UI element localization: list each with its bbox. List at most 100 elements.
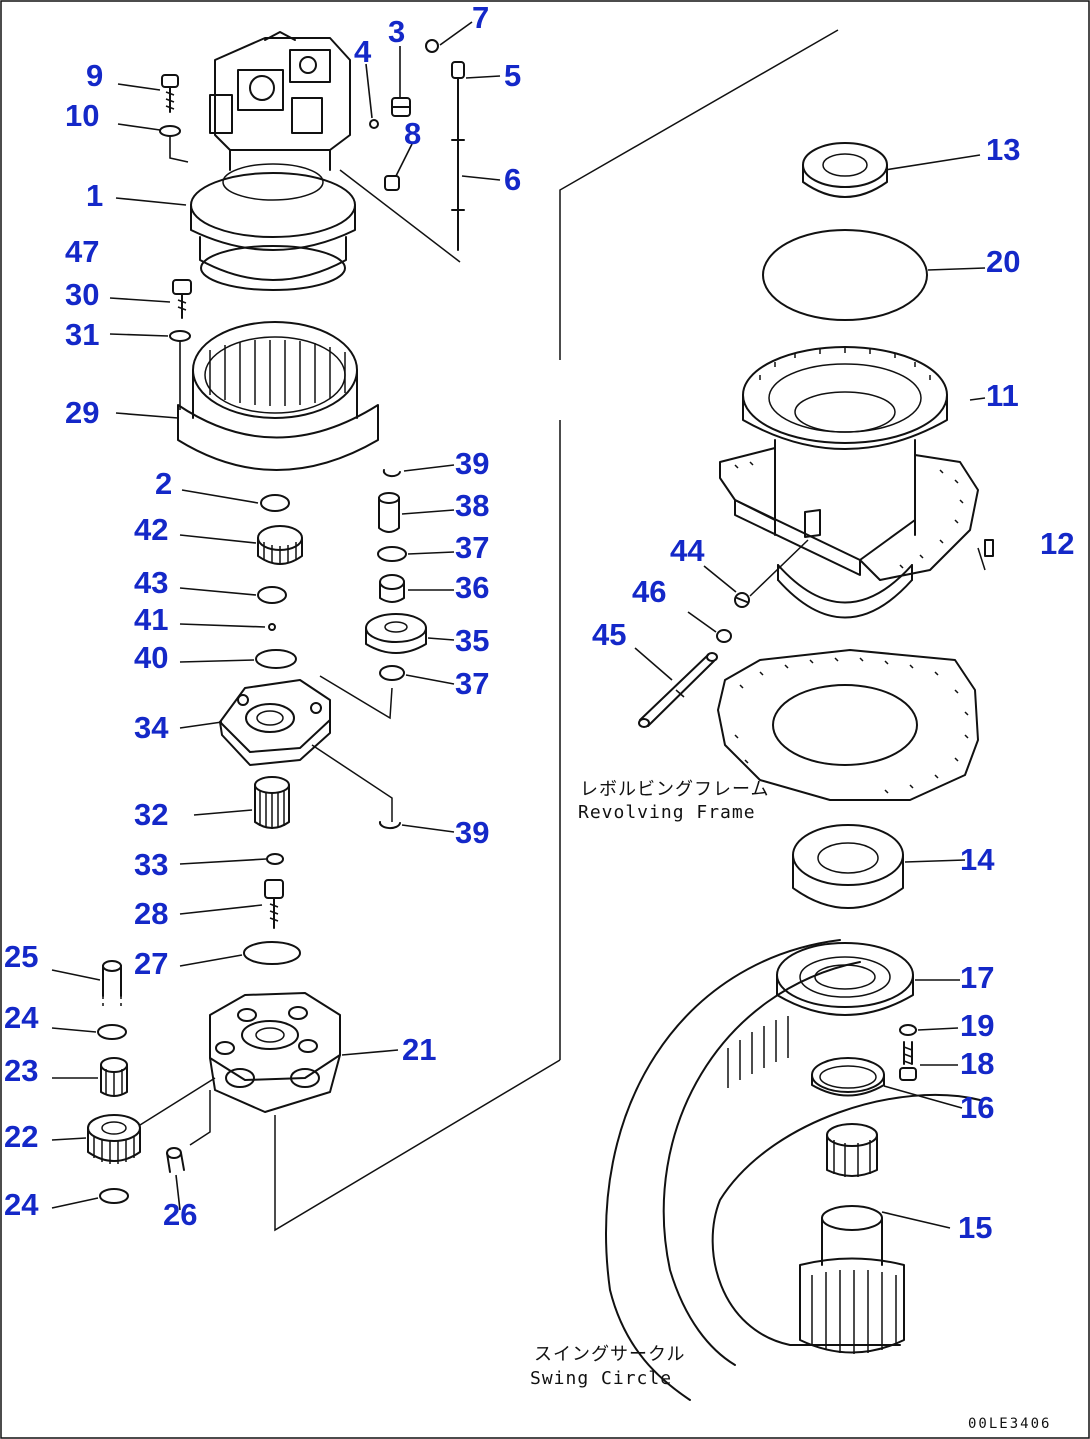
needle-bearing-36 [379,574,405,603]
callout-labels: 9 10 1 47 30 31 29 4 3 7 5 8 6 2 42 43 4… [4,0,1074,1245]
callout-6: 6 [504,162,521,197]
snap-ring-39b [379,821,401,830]
revolving-frame-bracket [719,447,979,581]
leader-carrier-22 [139,1077,216,1126]
shaft-38 [378,492,400,533]
callout-47: 47 [65,234,99,269]
ring-gear-29 [177,321,379,471]
plug-8 [384,175,400,191]
callout-18: 18 [960,1046,994,1081]
bolt-18 [899,1041,917,1081]
callout-28: 28 [134,896,168,931]
washer-24b [99,1188,129,1204]
o-ring-46 [716,629,732,643]
pinion-shaft-15 [799,1123,905,1354]
level-gauge-6 [425,39,465,251]
plate-27 [243,941,301,965]
leader-pin-44 [749,539,809,597]
revolving-frame-plate [717,649,979,801]
carrier-34 [219,679,331,766]
washer-19 [899,1024,917,1036]
callout-1: 1 [86,178,103,213]
callout-41: 41 [134,602,168,637]
callout-32: 32 [134,797,168,832]
callout-45: 45 [592,617,626,652]
callout-31: 31 [65,317,99,352]
thrust-washer-2 [260,494,290,512]
callout-10: 10 [65,98,99,133]
callout-8: 8 [404,116,421,151]
callout-38: 38 [455,488,489,523]
callout-23: 23 [4,1053,38,1088]
callout-14: 14 [960,842,995,877]
thrust-plate-43 [257,586,287,604]
bolt-30 [172,279,192,319]
sun-gear-32 [254,776,290,829]
bolt-9 [161,74,179,113]
tab-lock [804,509,821,538]
bearing-13 [802,142,888,198]
snap-ring-39a [382,469,401,478]
callout-11: 11 [986,378,1019,413]
leader-bolt-12 [977,547,986,571]
seal-17 [776,942,914,1016]
bolt-28 [264,879,284,929]
sun-gear-42 [257,525,303,565]
o-ring-47 [200,245,346,291]
callout-22: 22 [4,1119,38,1154]
callout-3: 3 [388,14,405,49]
leader-carrier-37 [319,675,393,720]
callout-35: 35 [455,623,489,658]
carrier-21 [209,992,341,1113]
planet-gear-35 [365,613,427,654]
housing-11 [742,346,948,536]
callout-25: 25 [4,939,38,974]
washer-31 [169,330,191,342]
o-ring-20 [762,229,928,321]
callout-5: 5 [504,58,521,93]
swing-motor [190,31,356,281]
caption-revolving-frame-en: Revolving Frame [578,802,756,823]
callout-44: 44 [670,533,705,568]
callout-33: 33 [134,847,168,882]
callout-12: 12 [1040,526,1074,561]
pipe-45 [638,652,718,728]
thrust-washer-37a [377,546,407,562]
callout-24a: 24 [4,1000,39,1035]
callout-13: 13 [986,132,1020,167]
plug-3 [391,97,411,117]
leader-carrier-26 [189,1090,211,1146]
planet-gear-22 [87,1114,141,1164]
callout-2: 2 [155,466,172,501]
shaft-25 [102,960,122,1010]
caption-revolving-frame-jp: レボルビングフレーム [580,779,769,800]
callout-7: 7 [472,0,489,35]
callout-36: 36 [455,570,489,605]
leader-carrier-39 [311,744,393,822]
callout-30: 30 [65,277,99,312]
swing-circle-arcs [605,939,981,1401]
drawing-code: 00LE3406 [968,1416,1051,1432]
callout-27: 27 [134,946,168,981]
washer-33 [266,853,284,865]
callout-20: 20 [986,244,1020,279]
callout-37a: 37 [455,530,489,565]
callout-34: 34 [134,710,169,745]
callout-39b: 39 [455,815,489,850]
washer-24a [97,1024,127,1040]
plug-44 [734,592,750,608]
caption-swing-circle-en: Swing Circle [530,1368,672,1389]
callout-24b: 24 [4,1187,39,1222]
callout-43: 43 [134,565,168,600]
callout-19: 19 [960,1008,994,1043]
callout-9: 9 [86,58,103,93]
ball-41 [268,623,276,631]
callout-40: 40 [134,640,168,675]
caption-swing-circle-jp: スイングサークル [534,1344,685,1365]
needle-bearing-23 [100,1057,128,1097]
callout-16: 16 [960,1090,994,1125]
callout-17: 17 [960,960,994,995]
